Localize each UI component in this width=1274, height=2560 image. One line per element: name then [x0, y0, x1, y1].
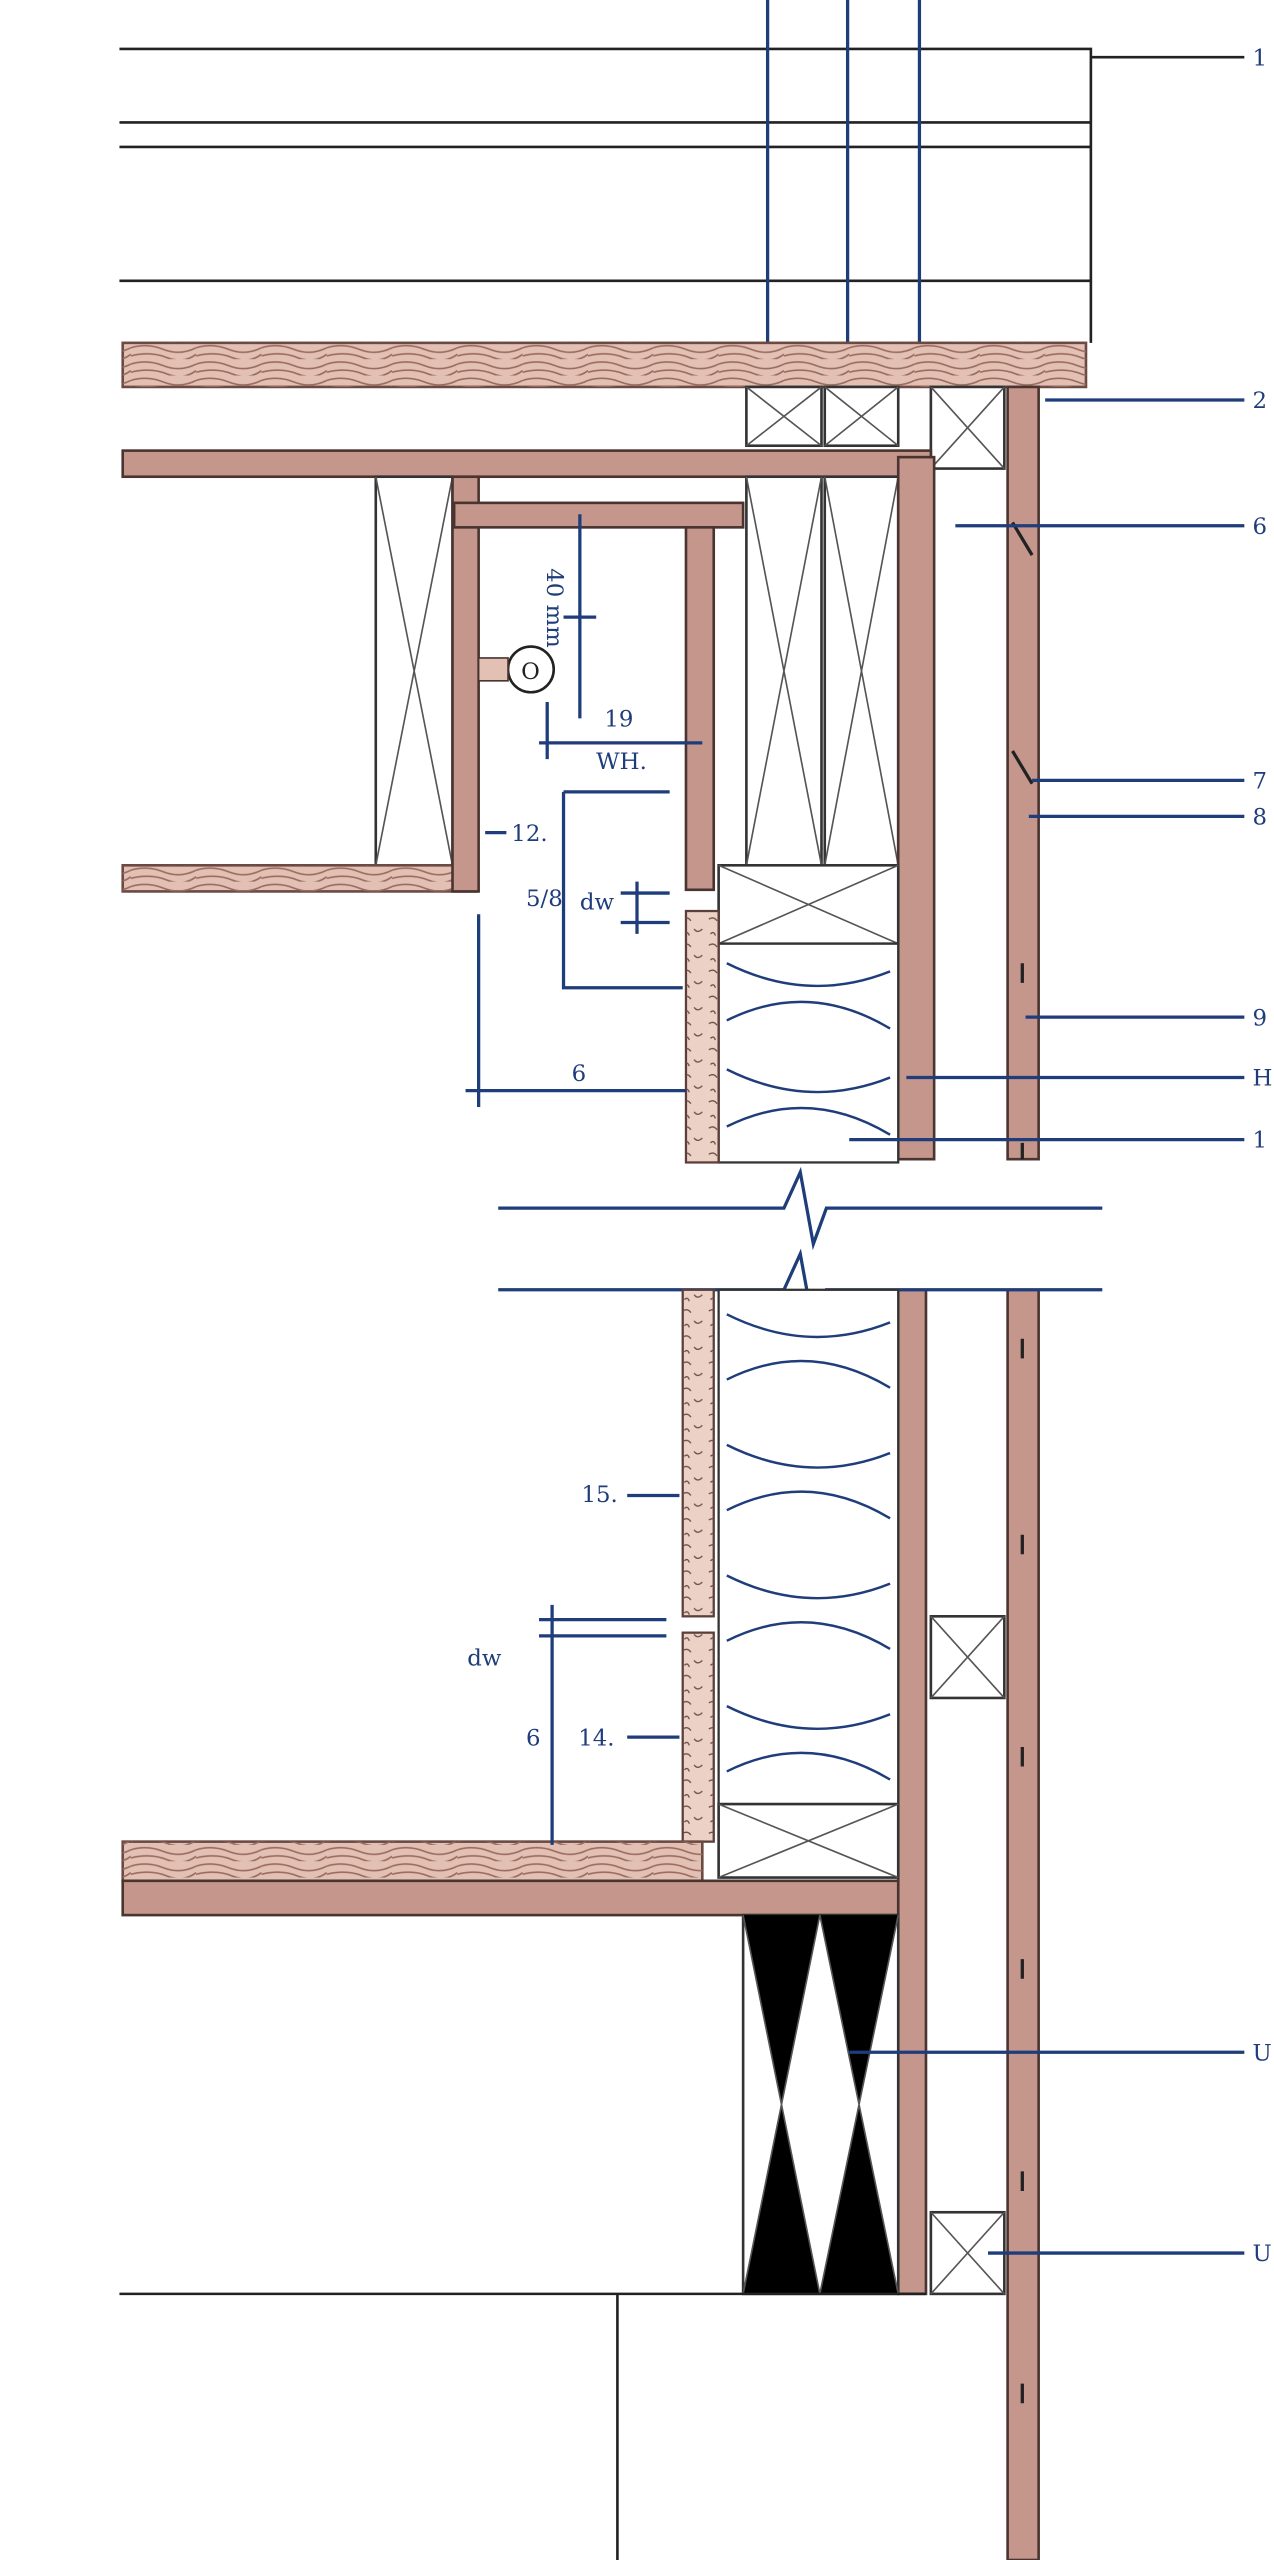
- gypsum-lower: [681, 1288, 715, 1843]
- post-right: [684, 526, 716, 892]
- beam-band: [121, 449, 933, 479]
- dim-bottom-width: 6: [572, 1061, 587, 1087]
- lower-blocking: [929, 1615, 1006, 2296]
- upper-floor-slab: [121, 341, 1088, 389]
- sheathing-upper: [896, 455, 936, 1161]
- callout-leaders: [849, 55, 1245, 2255]
- gypsum-lower-label: 14.: [578, 1725, 614, 1751]
- callout-3: 6: [1253, 514, 1268, 540]
- dim-top-vertical: 40 mm: [541, 568, 567, 648]
- dim-box-mid: dw: [580, 889, 615, 915]
- foundation-lines: [119, 2292, 926, 2560]
- main-studs: [745, 475, 900, 867]
- sheathing-lower: [896, 1288, 928, 2296]
- dim-width-top: 19: [604, 707, 633, 733]
- callout-10: U: [1253, 2241, 1272, 2267]
- post-left: [451, 475, 480, 893]
- gypsum-upper-label: 15.: [581, 1482, 617, 1508]
- left-stud: [374, 475, 454, 867]
- dim-left-label: 12.: [511, 821, 547, 847]
- dim-box-left: 5/8: [526, 886, 563, 912]
- lower-dim-label: dw: [467, 1645, 502, 1671]
- lower-stud: [741, 1913, 900, 2296]
- cladding: [1006, 385, 1040, 2560]
- callout-4: 7: [1253, 769, 1268, 795]
- header: [452, 501, 745, 529]
- callout-6: 9: [1253, 1005, 1268, 1031]
- dim-width-bottom: WH.: [596, 749, 647, 775]
- left-floor: [121, 864, 479, 893]
- callout-5: 8: [1253, 804, 1268, 830]
- callout-7: H: [1253, 1066, 1273, 1092]
- callout-2: 2: [1253, 388, 1268, 414]
- circle-label: O: [521, 659, 540, 685]
- blocking: [745, 385, 1006, 470]
- insulation-lower: [717, 1288, 900, 1879]
- callout-1: 1: [1253, 45, 1268, 71]
- gypsum-upper: [684, 909, 720, 1164]
- lower-dim-value: 6: [526, 1725, 541, 1751]
- callout-9: U: [1253, 2040, 1272, 2066]
- dimensions: [465, 514, 703, 1845]
- lower-floor-slab: [121, 1840, 900, 1917]
- ceiling-assembly: [119, 0, 1093, 376]
- insulation-upper: [717, 864, 900, 1164]
- callout-8: 1: [1253, 1128, 1268, 1154]
